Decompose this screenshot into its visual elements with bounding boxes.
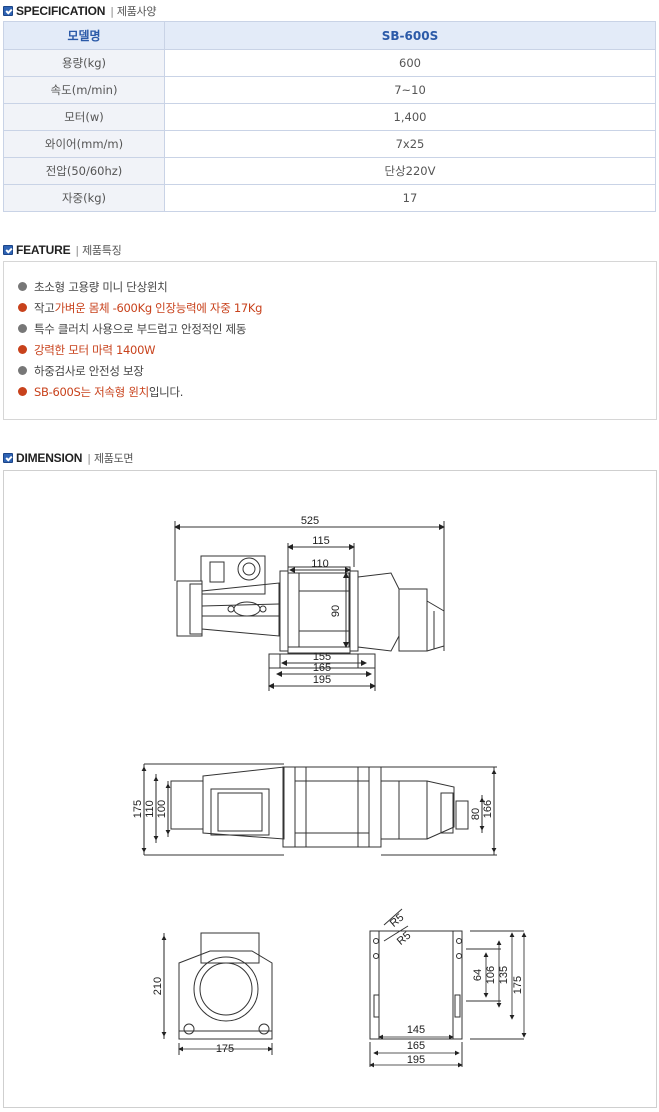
feature-text: 가벼운 몸체 -600Kg 인장능력에 자중 17Kg <box>54 300 263 315</box>
feature-text: 초소형 고용량 미니 단상윈치 <box>34 279 168 294</box>
dimension-label: 106 <box>485 966 497 984</box>
feature-text: 특수 클러치 사용으로 부드럽고 안정적인 제동 <box>34 321 247 336</box>
spec-row: 모터(w)1,400 <box>3 103 656 131</box>
dimension-label: 175 <box>512 976 524 994</box>
dimension-label: 525 <box>301 515 319 527</box>
feature-text: 하중검사로 안전성 보장 <box>34 363 144 378</box>
feature-item: 하중검사로 안전성 보장 <box>18 360 656 381</box>
separator: | <box>75 243 80 257</box>
feature-text: SB-600S는 저속형 윈치 <box>34 384 149 399</box>
spec-row-label: 속도(m/min) <box>3 76 165 104</box>
front-view <box>163 932 273 1055</box>
spec-section-header: SPECIFICATION | 제품사양 <box>3 3 156 19</box>
bullet-icon <box>18 387 27 396</box>
spec-row-label: 와이어(mm/m) <box>3 130 165 158</box>
spec-row-value: 7~10 <box>164 76 656 104</box>
model-value: SB-600S <box>164 21 656 50</box>
spec-row-value: 1,400 <box>164 103 656 131</box>
separator: | <box>110 4 114 18</box>
check-icon <box>3 245 13 255</box>
base-plate-view <box>369 908 524 1067</box>
bullet-icon <box>18 366 27 375</box>
spec-row: 와이어(mm/m)7x25 <box>3 130 656 158</box>
feature-title: FEATURE <box>16 243 71 257</box>
model-label: 모델명 <box>3 21 165 50</box>
feature-item: 특수 클러치 사용으로 부드럽고 안정적인 제동 <box>18 318 656 339</box>
spec-row-value: 600 <box>164 49 656 77</box>
dimension-title: DIMENSION <box>16 451 83 465</box>
feature-subtitle: 제품특징 <box>82 244 122 257</box>
feature-item: 작고 가벼운 몸체 -600Kg 인장능력에 자중 17Kg <box>18 297 656 318</box>
feature-text: 입니다. <box>148 384 184 399</box>
dimension-subtitle: 제품도면 <box>93 452 134 465</box>
feature-item: 강력한 모터 마력 1400W <box>18 339 656 360</box>
dimension-drawing: 5251151109015516519517511010016680210175… <box>132 515 527 1068</box>
dimension-label: 195 <box>313 674 331 686</box>
check-icon <box>3 453 13 463</box>
dimension-label: 90 <box>330 605 342 617</box>
spec-row: 용량(kg)600 <box>3 49 656 77</box>
dimension-label: 115 <box>312 535 330 547</box>
dimension-label: 110 <box>311 558 329 570</box>
dimension-label: 175 <box>132 800 144 818</box>
bullet-icon <box>18 345 27 354</box>
feature-text: 작고 <box>34 300 55 315</box>
spec-row-label: 자중(kg) <box>3 184 165 212</box>
dimension-label: 100 <box>156 800 168 818</box>
dimension-label: 166 <box>482 800 494 818</box>
side-view <box>143 763 497 856</box>
check-icon <box>3 6 13 16</box>
dimension-label: 165 <box>407 1040 425 1052</box>
feature-item: 초소형 고용량 미니 단상윈치 <box>18 276 656 297</box>
spec-title: SPECIFICATION <box>16 4 106 18</box>
bullet-icon <box>18 324 27 333</box>
spec-row-value: 17 <box>164 184 656 212</box>
spec-header-row: 모델명 SB-600S <box>3 21 656 50</box>
dimension-label: 165 <box>313 662 331 674</box>
separator: | <box>87 451 91 465</box>
spec-row-label: 모터(w) <box>3 103 165 131</box>
dimension-label: 210 <box>152 977 164 995</box>
spec-row: 속도(m/min)7~10 <box>3 76 656 104</box>
spec-row: 전압(50/60hz)단상220V <box>3 157 656 185</box>
spec-row-label: 용량(kg) <box>3 49 165 77</box>
dimension-label: 145 <box>407 1024 425 1036</box>
spec-row-value: 7x25 <box>164 130 656 158</box>
dimension-label: 64 <box>472 969 484 981</box>
bullet-icon <box>18 303 27 312</box>
dimension-label: 135 <box>498 966 510 984</box>
dimension-label: 155 <box>313 651 331 663</box>
feature-section-header: FEATURE | 제품특징 <box>3 242 122 258</box>
feature-text: 강력한 모터 마력 1400W <box>34 342 156 357</box>
dimension-label: R5 <box>388 912 406 930</box>
top-view <box>174 521 445 691</box>
spec-row: 자중(kg)17 <box>3 184 656 212</box>
spec-row-value: 단상220V <box>164 157 656 185</box>
dimension-label: 110 <box>144 800 156 818</box>
dimension-section-header: DIMENSION | 제품도면 <box>3 450 134 466</box>
spec-row-label: 전압(50/60hz) <box>3 157 165 185</box>
dimension-label: 195 <box>407 1054 425 1066</box>
bullet-icon <box>18 282 27 291</box>
spec-table: 모델명 SB-600S 용량(kg)600 속도(m/min)7~10 모터(w… <box>3 21 656 212</box>
dimension-label: 80 <box>470 808 482 820</box>
spec-subtitle: 제품사양 <box>116 5 157 18</box>
